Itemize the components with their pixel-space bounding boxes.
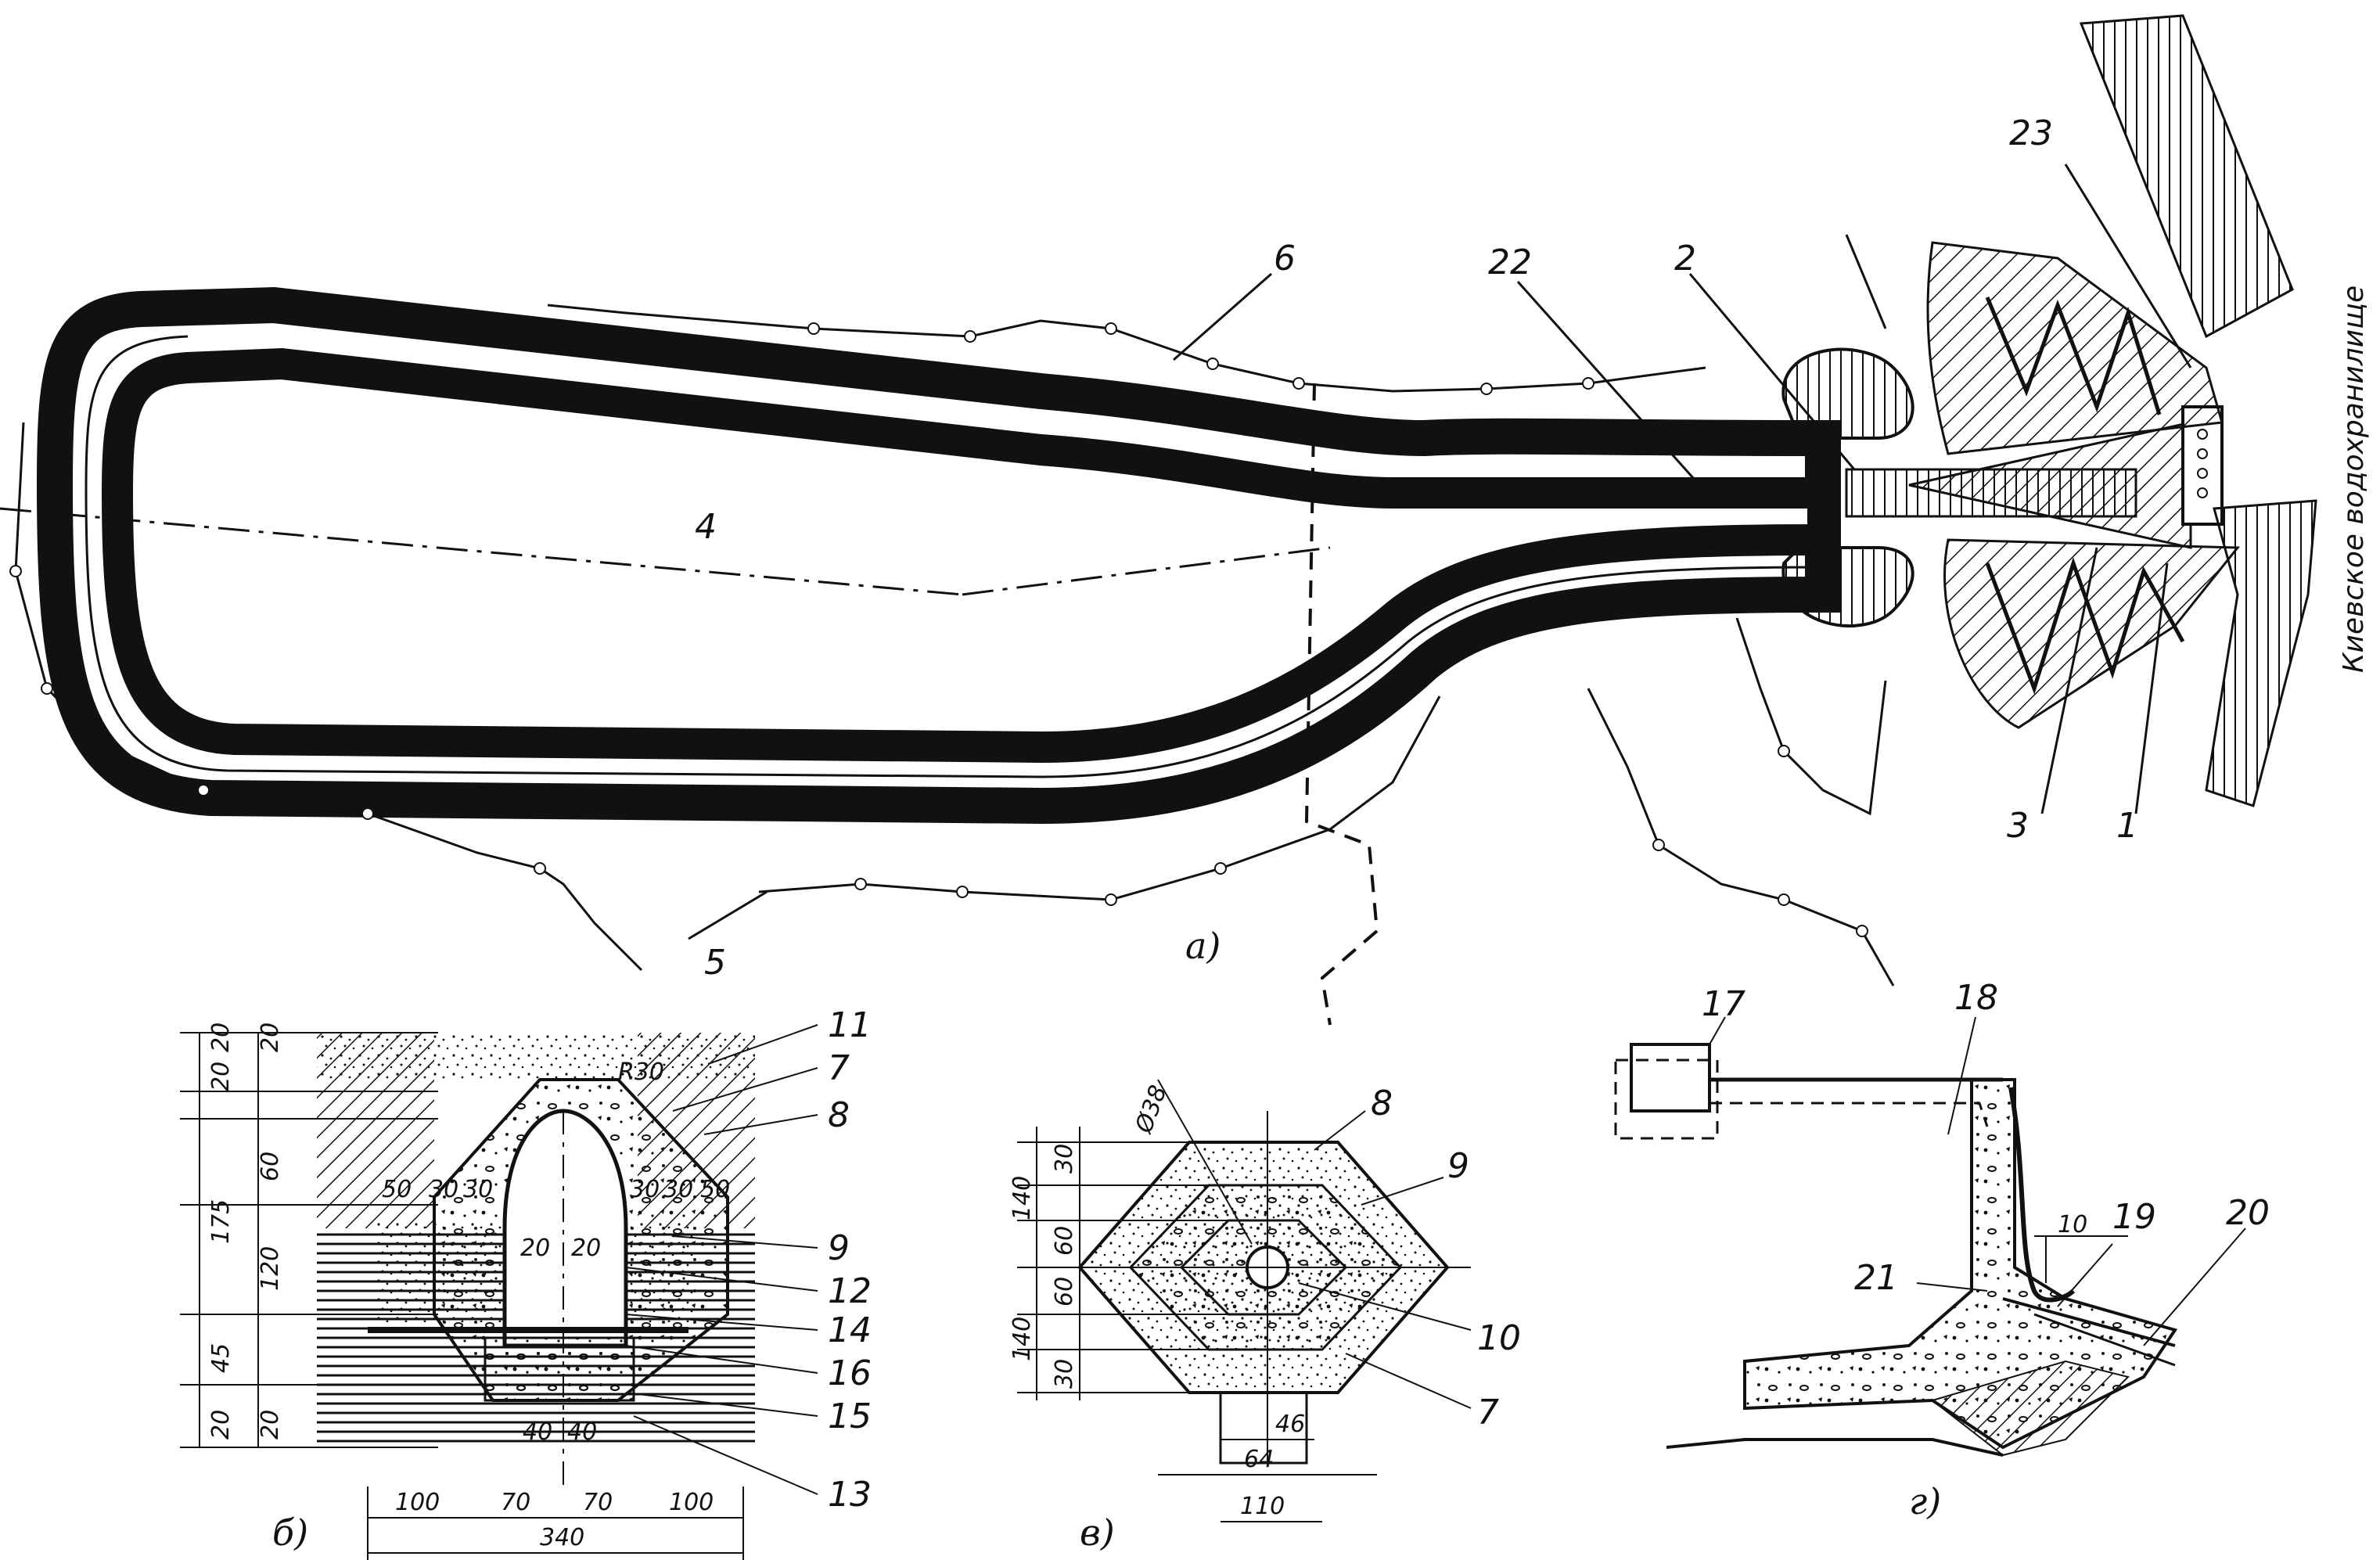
dim-b-total: 340 — [540, 1524, 584, 1551]
dim-b-top-5: 30 — [663, 1176, 693, 1203]
callout-1: 1 — [2116, 806, 2138, 846]
dim-v-bottom-3: 110 — [1240, 1493, 1285, 1520]
dim-b-top-2: 30 — [429, 1176, 458, 1203]
callout-11: 11 — [828, 1005, 872, 1045]
axis-line — [0, 507, 963, 596]
callout-17: 17 — [1702, 984, 1745, 1024]
callout-16: 16 — [828, 1353, 872, 1393]
dim-v-left-1: 140 — [1008, 1176, 1036, 1220]
dim-b-top-4: 30 — [630, 1176, 660, 1203]
dim-v-bottom-2: 64 — [1244, 1446, 1274, 1473]
plan-view: 4 6 22 2 23 3 1 5 а) Киевское водохранил… — [0, 14, 2370, 1026]
dim-b-left-5: 175 — [207, 1199, 235, 1244]
dim-b-left-2: 20 — [207, 1062, 235, 1091]
callout-19: 19 — [2112, 1197, 2156, 1237]
part-label-b: б) — [272, 1511, 308, 1554]
section-g: 17 18 21 19 20 10 г) — [1614, 978, 2270, 1522]
dim-g-10: 10 — [2058, 1211, 2087, 1238]
dim-b-bottom-inner-2: 40 — [567, 1418, 597, 1446]
dim-v-left-2: 30 — [1051, 1144, 1078, 1174]
part-label-v: в) — [1080, 1511, 1115, 1554]
dim-b-left-8: 20 — [207, 1410, 235, 1440]
dim-v-left-4: 60 — [1051, 1277, 1078, 1307]
callout-10-v: 10 — [1477, 1318, 1521, 1358]
dim-v-diameter: Ø38 — [1130, 1082, 1173, 1138]
callout-6: 6 — [1274, 239, 1296, 279]
dim-b-bottom-2: 70 — [501, 1489, 530, 1516]
dim-v-left-5: 140 — [1008, 1317, 1036, 1361]
callout-5: 5 — [704, 943, 726, 983]
dim-b-inner-1: 20 — [520, 1235, 550, 1262]
callout-4: 4 — [695, 507, 717, 547]
callout-9-v: 9 — [1447, 1146, 1469, 1186]
dim-b-left-7: 45 — [207, 1343, 235, 1373]
dim-b-bottom-inner-1: 40 — [523, 1418, 552, 1446]
dim-b-top-1: 50 — [382, 1176, 412, 1203]
part-label-a: а) — [1185, 925, 1221, 967]
dim-v-left-6: 30 — [1051, 1359, 1078, 1389]
dim-b-bottom-4: 100 — [669, 1489, 714, 1516]
dim-b-left-4: 60 — [257, 1152, 284, 1181]
section-v: Ø38 140 30 60 60 140 30 46 64 110 8 9 10… — [1008, 1079, 1521, 1554]
callout-12: 12 — [828, 1271, 872, 1311]
callout-23: 23 — [2009, 113, 2053, 153]
dim-b-left-3: 20 — [257, 1023, 284, 1052]
dim-b-left-6: 120 — [257, 1246, 284, 1291]
callout-18: 18 — [1954, 978, 1998, 1018]
callout-22: 22 — [1488, 243, 1532, 282]
callout-7-v: 7 — [1477, 1393, 1499, 1432]
callout-15: 15 — [828, 1396, 872, 1436]
dim-b-inner-2: 20 — [571, 1235, 601, 1262]
callout-9-b: 9 — [828, 1228, 850, 1268]
section-b-tunnel — [502, 1109, 628, 1348]
dim-b-top-6: 50 — [700, 1176, 730, 1203]
dim-b-bottom-1: 100 — [395, 1489, 440, 1516]
dim-b-left-1: 20 — [207, 1023, 235, 1052]
boundary-line-5 — [14, 422, 643, 972]
dim-b-radius: R30 — [618, 1059, 664, 1086]
callout-7-b: 7 — [828, 1048, 850, 1088]
dim-b-left-9: 20 — [257, 1410, 284, 1440]
callout-14: 14 — [828, 1310, 872, 1350]
dim-b-top-3: 30 — [463, 1176, 493, 1203]
section-b: 20 20 20 60 175 120 45 20 20 50 30 30 30… — [180, 1005, 872, 1560]
callout-20: 20 — [2226, 1193, 2270, 1233]
boundary-line-6 — [547, 304, 1706, 393]
part-label-g: г) — [1909, 1480, 1941, 1522]
reservoir-label: Киевское водохранилище — [2338, 286, 2370, 673]
callout-8-v: 8 — [1371, 1084, 1393, 1123]
dim-b-bottom-3: 70 — [583, 1489, 613, 1516]
callout-13: 13 — [828, 1475, 872, 1515]
callout-3: 3 — [2007, 806, 2029, 846]
dashed-section-line — [1304, 383, 1379, 1026]
callout-21: 21 — [1854, 1258, 1898, 1298]
callout-2: 2 — [1674, 239, 1696, 279]
callout-8-b: 8 — [828, 1095, 850, 1135]
dim-v-left-3: 60 — [1051, 1226, 1078, 1256]
section-g-box — [1630, 1043, 1711, 1112]
dim-v-bottom-1: 46 — [1275, 1411, 1305, 1438]
